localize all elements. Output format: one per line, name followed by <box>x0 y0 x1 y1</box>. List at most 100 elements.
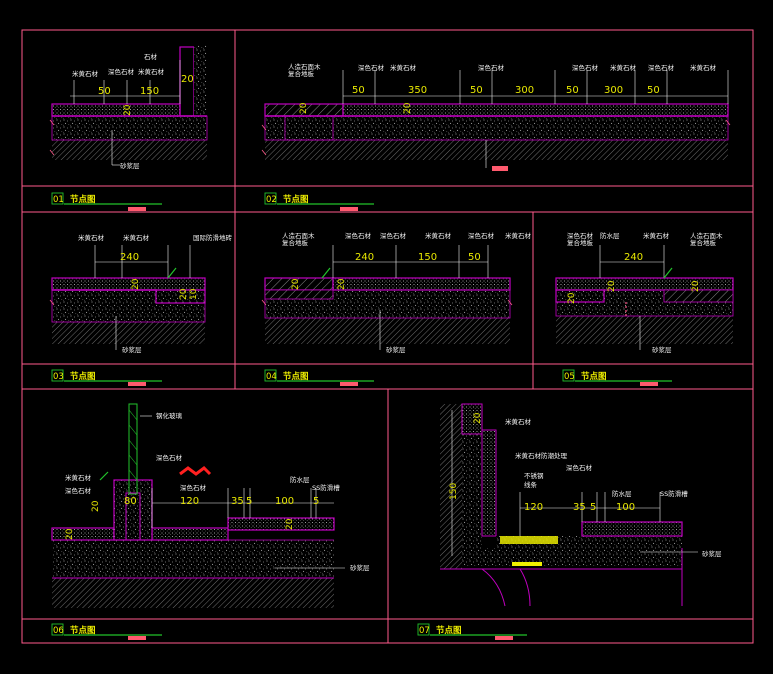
label: 砂浆层 <box>652 345 672 354</box>
sheet-frames <box>21 29 754 644</box>
detail-05: 深色石材 复合地板 防水层 米黄石材 人造石面木 复合地板 砂浆层 240 20… <box>555 231 734 354</box>
detail-number: 04 <box>266 372 277 382</box>
label: 米黄石材 <box>610 63 637 72</box>
label: 深色石材 <box>648 63 675 72</box>
dimension: 20 <box>337 278 347 290</box>
label: 米黄石材 <box>643 231 670 240</box>
detail-number: 01 <box>53 195 64 205</box>
dimension: 300 <box>604 85 623 96</box>
label: 人造石面木 <box>690 231 723 240</box>
dimension: 120 <box>524 502 543 513</box>
dimension: 120 <box>180 496 199 507</box>
label: 国际防滑地砖 <box>193 233 233 242</box>
dimension: 5 <box>590 502 596 513</box>
dimension: 20 <box>473 412 483 424</box>
dimension: 35 <box>231 496 244 507</box>
dimension: 240 <box>355 252 374 263</box>
detail-06: 钢化玻璃 深色石材 米黄石材 深色石材 深色石材 防水层 SS防滑槽 砂浆层 8… <box>51 403 370 608</box>
label: 砂浆层 <box>120 161 140 170</box>
dimension: 20 <box>299 102 309 114</box>
label: 深色石材 <box>180 483 207 492</box>
dimension: 350 <box>408 85 427 96</box>
label: 深色石材 <box>65 486 92 495</box>
detail-title: 节点图 <box>70 371 96 382</box>
title-block-03: 03 节点图 <box>51 369 162 386</box>
detail-number: 07 <box>419 626 430 636</box>
dimension: 20 <box>285 518 295 530</box>
detail-03: 米黄石材 米黄石材 国际防滑地砖 砂浆层 240 20 20 10 <box>49 233 233 354</box>
dimension: 150 <box>449 483 459 500</box>
title-block-04: 04 节点图 <box>264 369 374 386</box>
dimension: 20 <box>123 104 133 116</box>
label: 防水层 <box>290 475 310 484</box>
label: 深色石材 <box>108 67 135 76</box>
detail-title: 节点图 <box>436 625 462 636</box>
dimension: 240 <box>624 252 643 263</box>
dimension: 35 <box>573 502 586 513</box>
dimension: 20 <box>131 278 141 290</box>
title-block-05: 05 节点图 <box>562 369 672 386</box>
label: 米黄石材 <box>690 63 717 72</box>
detail-title: 节点图 <box>70 625 96 636</box>
detail-01: 石材 米黄石材 深色石材 米黄石材 砂浆层 20 50 150 20 <box>49 45 208 170</box>
label: 米黄石材 <box>72 69 99 78</box>
label: SS防滑槽 <box>660 489 688 498</box>
dimension: 5 <box>246 496 252 507</box>
dimension: 20 <box>403 102 413 114</box>
dimension: 50 <box>470 85 483 96</box>
label: 米黄石材 <box>65 473 92 482</box>
dimension: 50 <box>647 85 660 96</box>
label: 砂浆层 <box>386 345 406 354</box>
label: 防水层 <box>612 489 632 498</box>
label: 线条 <box>524 480 538 489</box>
dimension: 5 <box>313 496 319 507</box>
title-block-02: 02 节点图 <box>264 192 374 211</box>
label: 米黄石材 <box>138 67 165 76</box>
dimension: 20 <box>691 280 701 292</box>
label: 不锈钢 <box>524 471 544 480</box>
label: 人造石面木 <box>282 231 315 240</box>
detail-title: 节点图 <box>70 194 96 205</box>
label: 米黄石材 <box>505 417 532 426</box>
label: 砂浆层 <box>122 345 142 354</box>
detail-04: 人造石面木 复合地板 深色石材 深色石材 米黄石材 深色石材 米黄石材 砂浆层 … <box>261 231 532 354</box>
label: SS防滑槽 <box>312 483 340 492</box>
label: 深色石材 <box>156 453 183 462</box>
label: 深色石材 <box>478 63 505 72</box>
label: 米黄石材 <box>425 231 452 240</box>
label: 米黄石材 <box>505 231 532 240</box>
dimension: 20 <box>607 280 617 292</box>
dimension: 20 <box>179 288 189 300</box>
dimension: 20 <box>567 292 577 304</box>
label: 复合地板 <box>288 69 315 78</box>
detail-02: 人造石面木 复合地板 深色石材 米黄石材 深色石材 深色石材 米黄石材 深色石材… <box>261 62 731 171</box>
label: 米黄石材 <box>390 63 417 72</box>
dimension: 20 <box>65 528 75 540</box>
label: 复合地板 <box>282 238 309 247</box>
detail-number: 05 <box>564 372 575 382</box>
dimension: 100 <box>616 502 635 513</box>
dimension: 50 <box>566 85 579 96</box>
label: 石材 <box>144 52 158 61</box>
dimension: 240 <box>120 252 139 263</box>
dimension: 50 <box>98 86 111 97</box>
detail-number: 06 <box>53 626 64 636</box>
detail-number: 03 <box>53 372 64 382</box>
dimension: 50 <box>468 252 481 263</box>
label: 钢化玻璃 <box>156 411 183 420</box>
dimension: 100 <box>275 496 294 507</box>
label: 深色石材 <box>345 231 372 240</box>
detail-title: 节点图 <box>283 371 309 382</box>
dimension: 150 <box>418 252 437 263</box>
label: 砂浆层 <box>350 563 370 572</box>
title-block-06: 06 节点图 <box>51 623 162 640</box>
dimension: 10 <box>189 288 199 300</box>
label: 防水层 <box>600 231 620 240</box>
label: 深色石材 <box>358 63 385 72</box>
dimension: 50 <box>352 85 365 96</box>
label: 深色石材 <box>567 231 594 240</box>
title-block-01: 01 节点图 <box>51 192 162 211</box>
dimension: 20 <box>91 500 101 512</box>
dimension: 300 <box>515 85 534 96</box>
